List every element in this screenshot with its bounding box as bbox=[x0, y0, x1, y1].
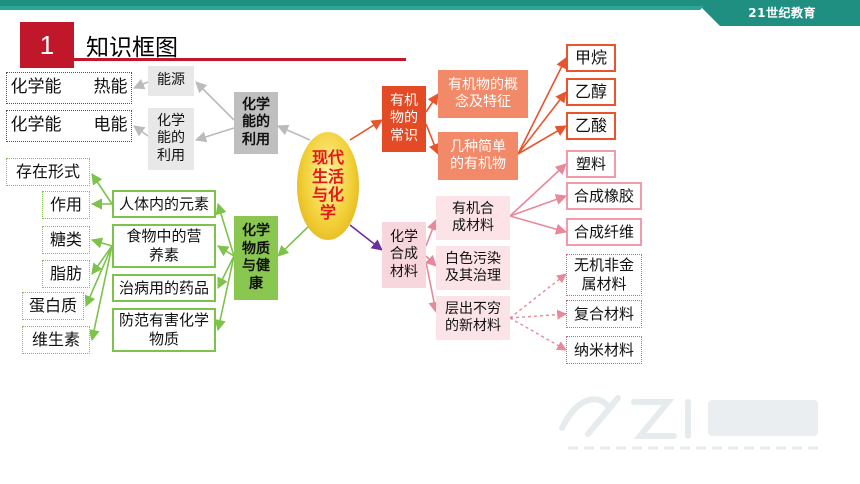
branch-materials: 化学 合成 材料 bbox=[382, 222, 426, 288]
edge-synthetic-plastic bbox=[509, 163, 567, 217]
synthetic-leaf-fiber: 合成纤维 bbox=[566, 218, 642, 246]
new-leaf-nano: 纳米材料 bbox=[566, 336, 642, 364]
edge-elements-form bbox=[91, 173, 113, 205]
leaf-from-label: 化学能 bbox=[10, 77, 62, 98]
energy-leaf-electric: 化学能 电能 bbox=[6, 110, 132, 142]
center-topic: 现代 生活 与化 学 bbox=[297, 132, 359, 240]
organic-leaf-acetic: 乙酸 bbox=[566, 112, 616, 140]
element-leaf-role: 作用 bbox=[42, 191, 90, 219]
title-underline bbox=[20, 58, 406, 61]
edge-organic-simple bbox=[425, 123, 440, 156]
energy-sub-use: 化学 能的 利用 bbox=[148, 108, 194, 170]
edge-nutrients-sugar bbox=[90, 237, 113, 249]
header-bar-shape bbox=[0, 0, 860, 26]
edge-energy-use bbox=[194, 127, 235, 143]
edge-center-organic bbox=[349, 119, 383, 141]
edge-materials-synthetic bbox=[425, 218, 438, 247]
edge-new-composite bbox=[509, 309, 567, 320]
edge-source-heat bbox=[132, 78, 149, 90]
materials-sub-pollution: 白色污染 及其治理 bbox=[436, 246, 510, 290]
edge-nutrients-protein bbox=[84, 245, 113, 308]
leaf-from-label: 化学能 bbox=[10, 115, 62, 136]
health-sub-medicine: 治病用的药品 bbox=[112, 274, 216, 302]
organic-leaf-methane: 甲烷 bbox=[566, 44, 616, 72]
energy-leaf-heat: 化学能 热能 bbox=[6, 72, 132, 104]
energy-sub-source: 能源 bbox=[148, 66, 194, 96]
edge-synthetic-fiber bbox=[509, 215, 568, 235]
health-sub-harmful: 防范有害化学 物质 bbox=[112, 308, 216, 352]
logo: 21世纪教育 bbox=[748, 6, 816, 20]
edge-new-inorganic bbox=[509, 273, 567, 319]
branch-organic: 有机 物的 常识 bbox=[382, 86, 426, 152]
watermark-logo-icon bbox=[559, 395, 818, 450]
branch-health: 化学 物质 与健 康 bbox=[234, 216, 278, 300]
edge-materials-new bbox=[425, 261, 440, 314]
edge-simple-acetic bbox=[517, 125, 567, 155]
materials-sub-new: 层出不穷 的新材料 bbox=[436, 296, 510, 340]
edge-health-harmful bbox=[214, 255, 235, 332]
organic-sub-concept: 有机物的概 念及特征 bbox=[438, 70, 528, 118]
edge-use-electric bbox=[133, 125, 149, 137]
materials-sub-synthetic: 有机合 成材料 bbox=[436, 196, 510, 240]
nutrient-leaf-protein: 蛋白质 bbox=[22, 292, 84, 320]
edge-center-health bbox=[277, 224, 311, 257]
edge-simple-methane bbox=[517, 56, 567, 155]
organic-sub-simple: 几种简单 的有机物 bbox=[438, 132, 518, 180]
edge-energy-source bbox=[195, 81, 235, 121]
page-title: 知识框图 bbox=[86, 35, 178, 61]
edge-new-nano bbox=[509, 317, 567, 351]
edge-simple-ethanol bbox=[517, 91, 567, 155]
header-bar: 21世纪教育 bbox=[0, 0, 860, 30]
nutrient-leaf-vitamin: 维生素 bbox=[22, 326, 90, 354]
edge-synthetic-rubber bbox=[509, 194, 568, 217]
nutrient-leaf-fat: 脂肪 bbox=[42, 260, 90, 288]
edge-health-medicine bbox=[217, 255, 235, 290]
new-leaf-composite: 复合材料 bbox=[566, 300, 642, 328]
edge-center-energy bbox=[276, 124, 311, 141]
element-leaf-form: 存在形式 bbox=[6, 158, 90, 186]
edge-center-materials bbox=[349, 224, 383, 251]
edge-health-elements bbox=[215, 202, 235, 257]
new-leaf-inorganic: 无机非金 属材料 bbox=[566, 254, 642, 296]
health-sub-nutrients: 食物中的营 养素 bbox=[112, 224, 216, 268]
edge-health-nutrients bbox=[217, 245, 235, 257]
edge-nutrients-vitamin bbox=[88, 245, 113, 342]
synthetic-leaf-plastic: 塑料 bbox=[566, 150, 616, 178]
synthetic-leaf-rubber: 合成橡胶 bbox=[566, 182, 642, 210]
edge-materials-pollution bbox=[424, 254, 437, 267]
leaf-to-label: 电能 bbox=[93, 115, 128, 136]
branch-energy: 化学 能的 利用 bbox=[234, 92, 278, 154]
nutrient-leaf-sugar: 糖类 bbox=[42, 226, 90, 254]
organic-leaf-ethanol: 乙醇 bbox=[566, 78, 616, 106]
edge-organic-concept bbox=[425, 93, 439, 113]
edge-nutrients-fat bbox=[91, 245, 113, 275]
leaf-to-label: 热能 bbox=[93, 77, 128, 98]
health-sub-elements: 人体内的元素 bbox=[112, 190, 216, 218]
